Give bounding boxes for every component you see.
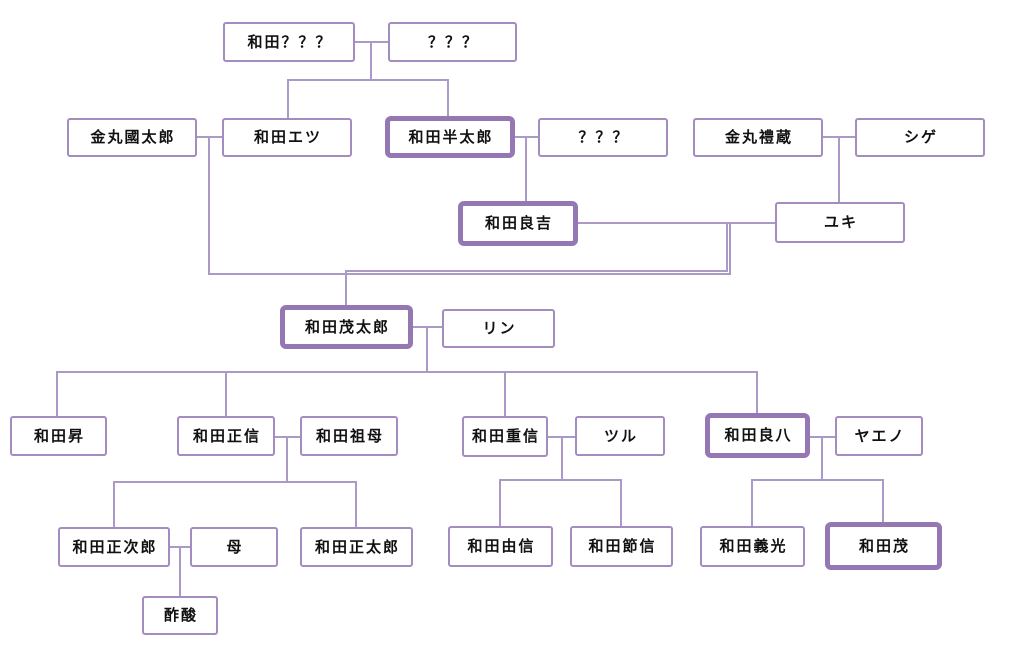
- connector-rail-shigenobu-children: [499, 479, 622, 526]
- person-name: 和田由信: [467, 538, 536, 555]
- person-name: 和田？？？: [247, 33, 333, 51]
- person-node-yuki: ユキ: [775, 202, 905, 243]
- person-name: 和田祖母: [315, 427, 384, 445]
- person-node-tsuru: ツル: [575, 416, 665, 456]
- person-name: 和田エツ: [253, 129, 322, 146]
- person-name: 和田節信: [588, 538, 657, 555]
- person-node-wada-shojiro: 和田正次郎: [58, 527, 170, 567]
- person-name: 和田正太郎: [314, 538, 400, 556]
- person-node-wada-etsu: 和田エツ: [222, 118, 352, 157]
- person-name: 金丸國太郎: [90, 129, 176, 146]
- person-node-haha: 母: [190, 527, 278, 567]
- person-node-wada-ryokichi: 和田良吉: [458, 201, 578, 246]
- person-node-wada-unknown-father: 和田？？？: [223, 22, 355, 62]
- person-node-wada-sobo: 和田祖母: [300, 416, 398, 456]
- person-node-wada-shigenobu: 和田重信: [462, 416, 548, 457]
- connector-line-kunitaro-etsu-to-shigetaro: [208, 137, 731, 275]
- person-node-shige: シゲ: [855, 118, 985, 157]
- person-name: 和田良八: [724, 427, 793, 444]
- person-name: 母: [226, 538, 244, 556]
- person-node-wada-shigeru: 和田茂: [825, 522, 942, 570]
- connector-rail-ryohachi-children: [751, 479, 884, 526]
- person-name: ？？？: [427, 33, 479, 51]
- person-name: 和田茂: [858, 537, 910, 555]
- person-node-unknown-wife: ？？？: [538, 118, 668, 157]
- person-name: 和田正信: [192, 427, 261, 445]
- person-node-wada-masanobu: 和田正信: [177, 416, 275, 456]
- person-node-wada-setsunobu: 和田節信: [570, 526, 673, 567]
- person-name: リン: [482, 320, 517, 337]
- person-node-wada-noboru: 和田昇: [10, 416, 107, 456]
- person-node-rin: リン: [442, 309, 555, 348]
- person-name: シゲ: [903, 129, 938, 146]
- person-name: 和田良吉: [484, 215, 553, 232]
- person-node-yaeno: ヤエノ: [835, 416, 923, 456]
- person-node-wada-hantaro: 和田半太郎: [385, 116, 515, 158]
- person-name: 和田正次郎: [72, 538, 158, 556]
- person-node-wada-shigetaro: 和田茂太郎: [280, 305, 413, 349]
- person-node-kanemaru-kunitaro: 金丸國太郎: [67, 118, 197, 157]
- person-node-wada-yoshimitsu: 和田義光: [700, 526, 805, 567]
- person-name: ユキ: [823, 214, 858, 231]
- person-name: 和田重信: [471, 428, 540, 445]
- connector-rail-gen4-children: [56, 371, 758, 416]
- person-name: 和田義光: [719, 538, 788, 555]
- person-node-wada-yoshinobu: 和田由信: [448, 526, 553, 567]
- person-node-kanemaru-reizo: 金丸禮蔵: [693, 118, 823, 157]
- person-node-wada-ryohachi: 和田良八: [705, 413, 810, 458]
- person-name: ヤエノ: [854, 427, 906, 445]
- person-name: 和田茂太郎: [304, 318, 390, 336]
- person-name: 酢酸: [163, 607, 198, 624]
- person-name: ツル: [603, 427, 638, 445]
- person-name: 和田半太郎: [408, 128, 494, 146]
- person-name: 金丸禮蔵: [724, 129, 793, 146]
- person-node-unknown-mother: ？？？: [388, 22, 517, 62]
- person-name: 和田昇: [33, 427, 85, 445]
- connector-line-ryokichi-yuki-to-shigetaro: [345, 223, 728, 305]
- connector-rail-gen1-children: [287, 79, 449, 118]
- connector-rail-masanobu-children: [113, 481, 357, 527]
- person-name: ？？？: [578, 129, 630, 146]
- person-node-sakusan: 酢酸: [142, 596, 218, 635]
- person-node-wada-shotaro: 和田正太郎: [300, 527, 413, 567]
